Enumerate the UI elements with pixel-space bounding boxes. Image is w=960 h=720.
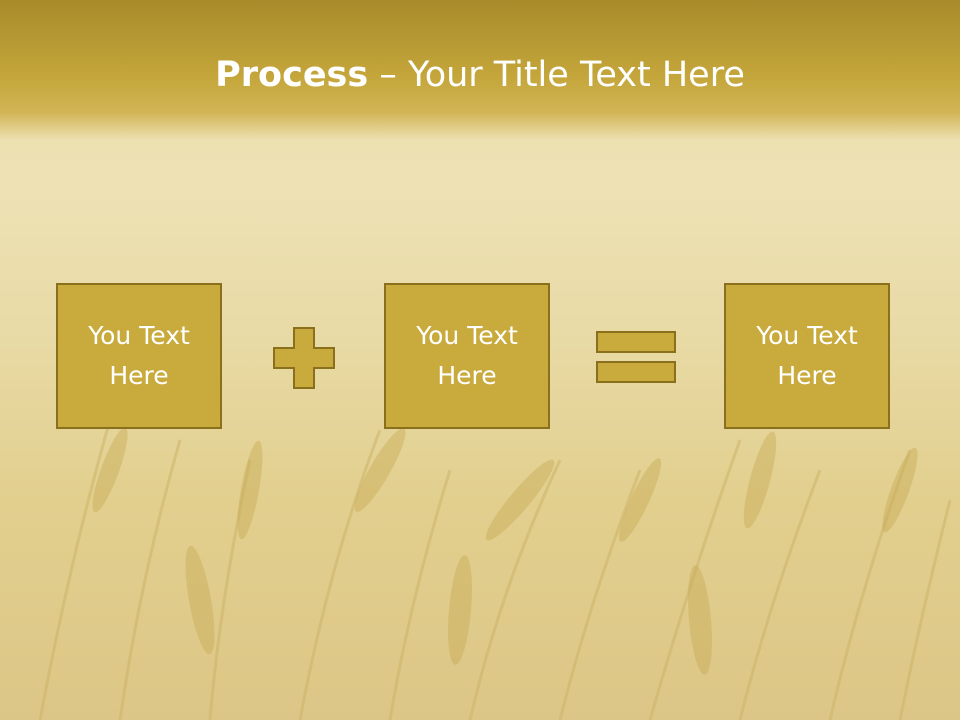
text-box-3: You Text Here: [724, 283, 890, 429]
title-rest: – Your Title Text Here: [368, 55, 745, 95]
text-box-2-label: You Text Here: [416, 321, 518, 390]
plus-icon: [273, 327, 335, 389]
slide-title: Process – Your Title Text Here: [0, 52, 960, 98]
text-box-3-label: You Text Here: [756, 321, 858, 390]
header-band: [0, 0, 960, 140]
text-box-1-label: You Text Here: [88, 321, 190, 390]
title-bold: Process: [215, 55, 369, 95]
text-box-1: You Text Here: [56, 283, 222, 429]
equals-icon: [596, 331, 676, 383]
text-box-2: You Text Here: [384, 283, 550, 429]
